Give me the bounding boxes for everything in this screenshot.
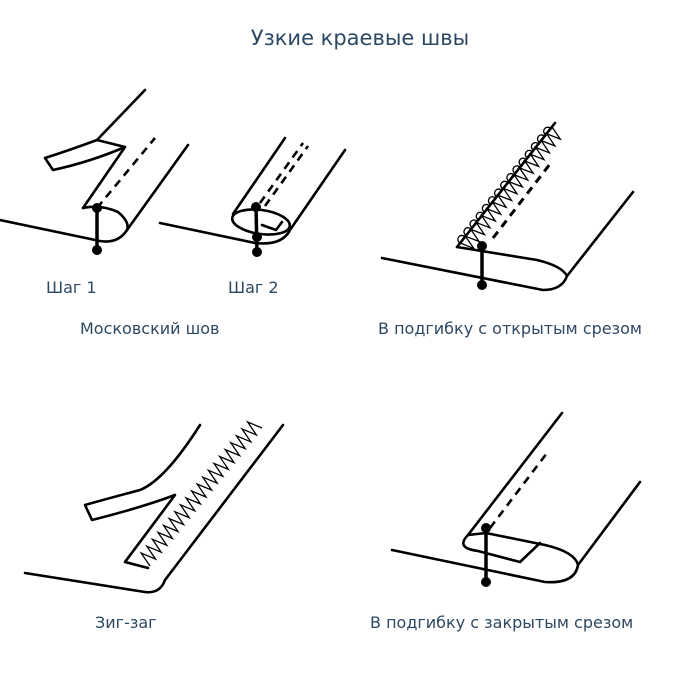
page-title: Узкие краевые швы	[250, 26, 470, 50]
label-open-edge: В подгибку с открытым срезом	[378, 319, 642, 338]
label-step-2: Шаг 2	[228, 278, 279, 297]
diagram-step-2	[158, 136, 347, 257]
diagram-open-edge	[380, 121, 635, 292]
label-closed-edge: В подгибку с закрытым срезом	[370, 613, 634, 632]
label-step-1: Шаг 1	[46, 278, 97, 297]
label-zigzag: Зиг-заг	[95, 613, 157, 632]
diagram-closed-edge	[390, 411, 642, 587]
diagram-step-1	[0, 88, 190, 255]
label-moscow-seam: Московский шов	[80, 319, 220, 338]
diagram-zigzag	[23, 420, 285, 594]
